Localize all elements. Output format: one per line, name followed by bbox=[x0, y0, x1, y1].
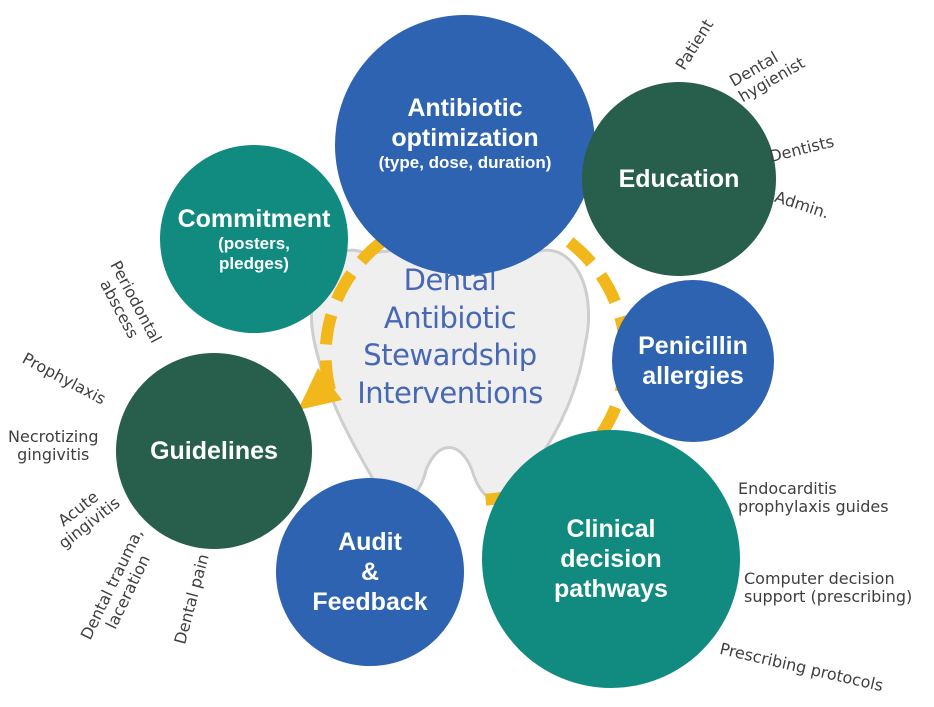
center-title-line-2: Antibiotic bbox=[383, 300, 517, 335]
education-node: Education bbox=[582, 82, 776, 276]
node-sublabel: (type, dose, duration) bbox=[378, 152, 552, 172]
node-label: Clinical bbox=[566, 515, 656, 543]
pathway-label-computer-decision: Computer decision support (prescribing) bbox=[744, 569, 913, 607]
node-label: Antibiotic bbox=[407, 93, 523, 122]
pathway-label-line: Endocarditis bbox=[738, 479, 837, 498]
node-label: & bbox=[360, 558, 380, 586]
pathway-label-endocarditis: Endocarditis prophylaxis guides bbox=[738, 479, 889, 517]
guidelines-node: Guidelines bbox=[116, 353, 312, 549]
commitment-node: Commitment (posters, pledges) bbox=[160, 145, 348, 333]
node-label: Commitment bbox=[177, 204, 331, 233]
pathway-label-line: support (prescribing) bbox=[744, 587, 913, 607]
node-sublabel: pledges) bbox=[219, 254, 289, 273]
node-label: Education bbox=[618, 165, 740, 193]
node-label: optimization bbox=[391, 123, 539, 152]
node-label: decision bbox=[560, 545, 662, 573]
guideline-label-line: gingivitis bbox=[17, 445, 90, 465]
guideline-label-necrotizing-gingivitis: Necrotizing gingivitis bbox=[8, 427, 99, 465]
node-label: pathways bbox=[554, 575, 668, 603]
cycle-arrowhead bbox=[298, 368, 342, 410]
pathway-label-line: prophylaxis guides bbox=[738, 497, 889, 517]
pathway-label-line: Computer decision bbox=[744, 569, 895, 588]
audit-feedback-node: Audit & Feedback bbox=[276, 478, 464, 666]
node-label: Penicillin bbox=[638, 332, 748, 360]
center-title-line-4: Interventions bbox=[357, 376, 543, 411]
node-sublabel: (posters, bbox=[218, 233, 290, 253]
node-label: Feedback bbox=[312, 588, 428, 616]
penicillin-allergies-node: Penicillin allergies bbox=[612, 280, 774, 442]
antibiotic-optimization-node: Antibiotic optimization (type, dose, dur… bbox=[335, 15, 595, 275]
node-label: Audit bbox=[338, 528, 402, 556]
center-title-line-3: Stewardship bbox=[363, 338, 537, 373]
guideline-label-line: Necrotizing bbox=[8, 427, 99, 446]
clinical-decision-pathways-node: Clinical decision pathways bbox=[482, 430, 740, 688]
node-label: allergies bbox=[642, 362, 744, 390]
node-label: Guidelines bbox=[150, 437, 278, 465]
center-title: Dental Antibiotic Stewardship Interventi… bbox=[330, 262, 570, 413]
